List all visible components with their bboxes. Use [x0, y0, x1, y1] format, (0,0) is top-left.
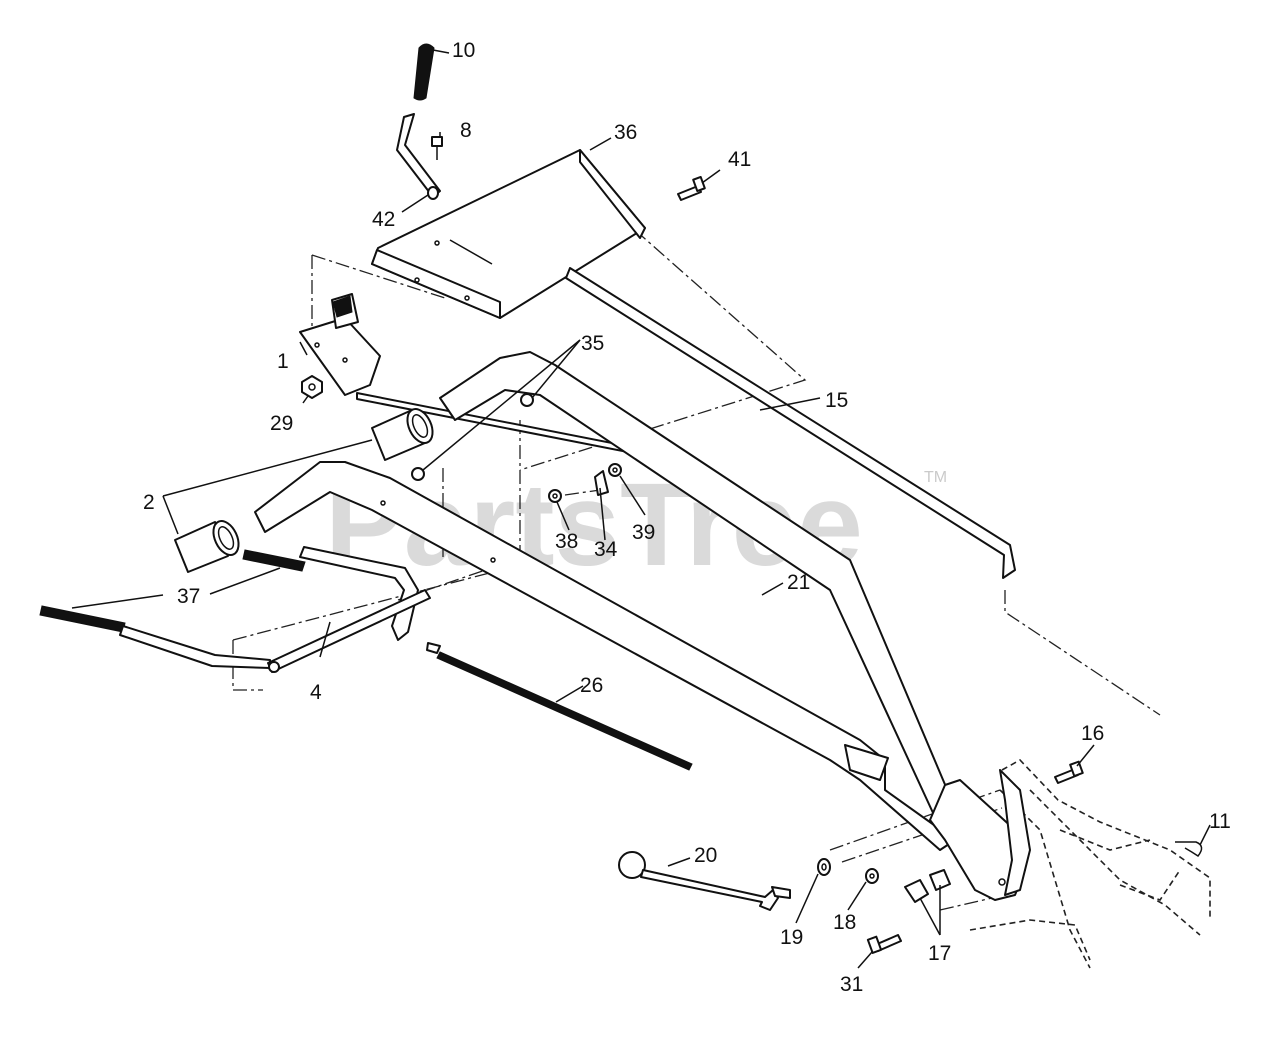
- callout-19: 19: [780, 926, 803, 949]
- callout-8: 8: [460, 119, 472, 142]
- callout-37: 37: [177, 585, 200, 608]
- callout-21: 21: [787, 571, 810, 594]
- part-31-bolt[interactable]: [866, 934, 902, 954]
- callout-29: 29: [270, 412, 293, 435]
- part-10-grip[interactable]: [413, 43, 435, 101]
- part-2-lower-sleeve[interactable]: [174, 517, 244, 573]
- part-2-upper-sleeve[interactable]: [371, 405, 438, 461]
- callout-42: 42: [372, 208, 395, 231]
- part-11-hairpin-clip[interactable]: [1175, 841, 1203, 858]
- callout-2: 2: [143, 491, 155, 514]
- callout-4: 4: [310, 681, 322, 704]
- callout-38: 38: [555, 530, 578, 553]
- callout-36: 36: [614, 121, 637, 144]
- part-26-rod[interactable]: [426, 642, 693, 771]
- part-42-lever[interactable]: [396, 113, 441, 200]
- part-4-shift-rod[interactable]: [267, 589, 431, 673]
- part-19-washer[interactable]: [817, 858, 831, 876]
- part-41-bolt[interactable]: [677, 175, 706, 201]
- callout-26: 26: [580, 674, 603, 697]
- part-38-nut[interactable]: [548, 489, 562, 503]
- part-8-bolt[interactable]: [431, 136, 443, 160]
- tine-assembly-outline: [969, 758, 1211, 969]
- leader-lines: [71, 49, 1211, 969]
- callout-11: 11: [1209, 810, 1231, 833]
- part-17-bushing-b[interactable]: [929, 869, 951, 891]
- part-15-rod[interactable]: [565, 267, 1016, 579]
- part-29-nut[interactable]: [301, 375, 323, 399]
- callout-17: 17: [928, 942, 951, 965]
- part-21-handle[interactable]: [254, 351, 961, 851]
- part-37-lower-rod[interactable]: [39, 605, 271, 669]
- part-35-nut-lower[interactable]: [411, 467, 425, 481]
- callout-16: 16: [1081, 722, 1104, 745]
- callout-1: 1: [277, 350, 289, 373]
- callouts: 1 2 4 8 10 11 15 16 17 18 19 20 21 26 29…: [143, 39, 1231, 996]
- callout-34: 34: [594, 538, 618, 561]
- part-17-bushing-a[interactable]: [904, 879, 929, 903]
- callout-10: 10: [452, 39, 475, 62]
- callout-41: 41: [728, 148, 751, 171]
- part-39-nut[interactable]: [608, 463, 622, 477]
- part-35-nut-upper[interactable]: [520, 393, 534, 407]
- callout-35: 35: [581, 332, 604, 355]
- side-plate-bracket[interactable]: [929, 769, 1031, 901]
- part-37-upper-rod[interactable]: [242, 546, 419, 641]
- part-16-bolt[interactable]: [1054, 760, 1084, 784]
- part-1-bracket[interactable]: [299, 293, 381, 396]
- callout-20: 20: [694, 844, 717, 867]
- callout-15: 15: [825, 389, 848, 412]
- callout-39: 39: [632, 521, 655, 544]
- callout-31: 31: [840, 973, 863, 996]
- watermark-trademark: TM: [924, 469, 947, 486]
- part-20-shift-lever[interactable]: [618, 851, 791, 911]
- callout-18: 18: [833, 911, 856, 934]
- part-34-clip[interactable]: [594, 470, 609, 496]
- part-18-nut[interactable]: [865, 868, 879, 884]
